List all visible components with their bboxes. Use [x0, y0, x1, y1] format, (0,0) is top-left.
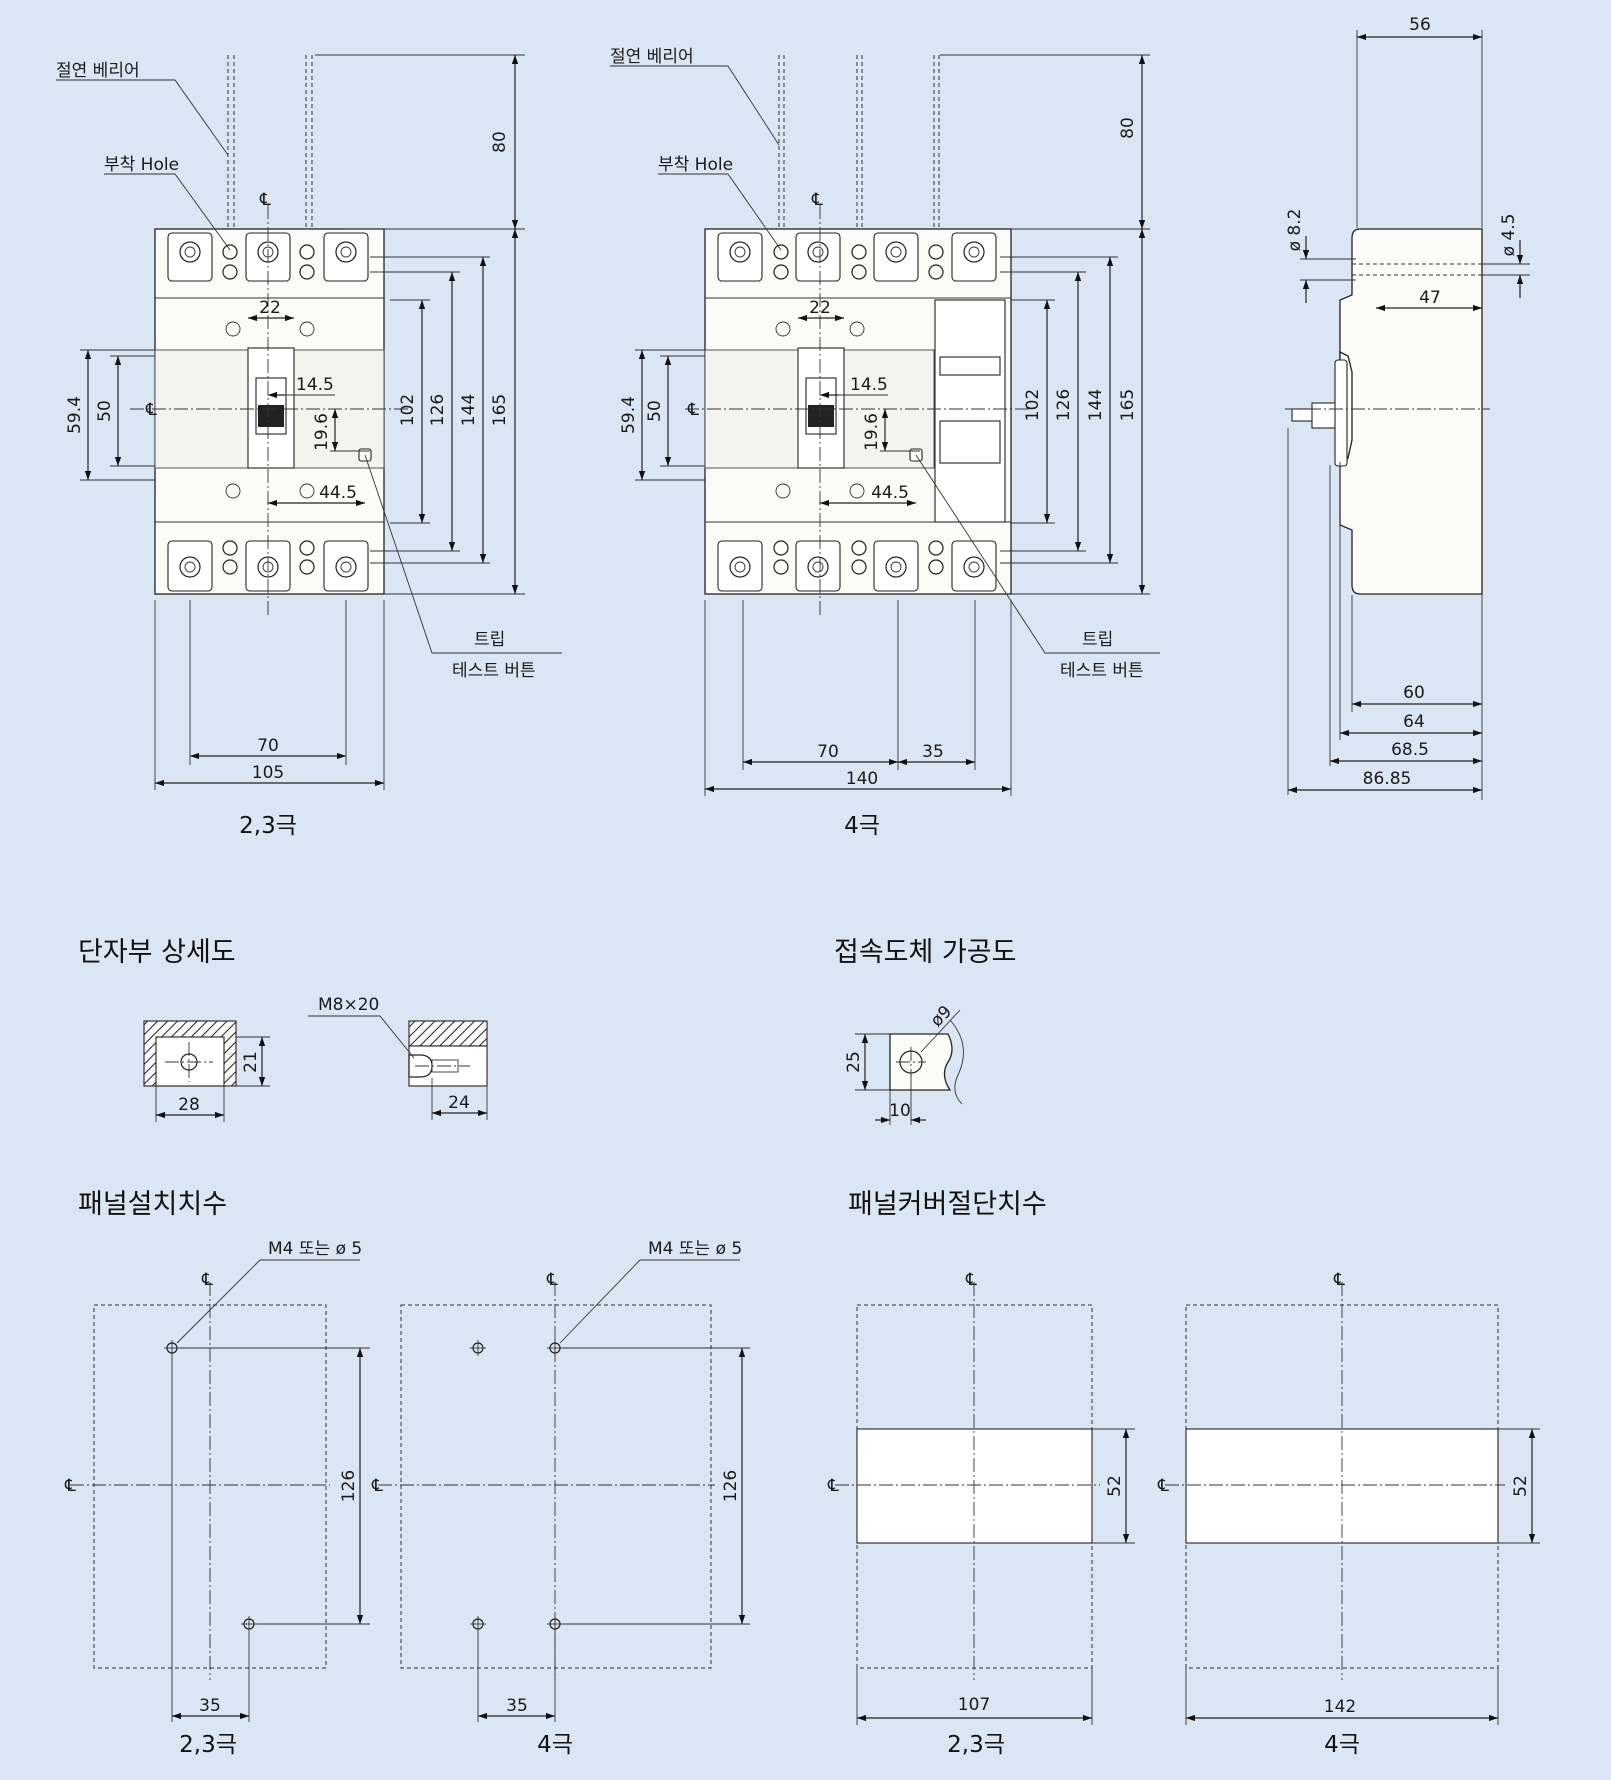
- front-view-4-pole: ℄ ℄ 절연 베리어 부착 Hole 트립 테스트 버튼 80 165 144 …: [610, 47, 1160, 839]
- dim-86-85: 86.85: [1363, 769, 1412, 789]
- section-title-panel-cover-cut: 패널커버절단치수: [848, 1189, 1047, 1220]
- cutout-opening: [856, 1428, 1093, 1544]
- dim-102: 102: [398, 394, 418, 426]
- dim-35: 35: [922, 742, 944, 762]
- dim-142: 142: [1324, 1697, 1356, 1717]
- dim-25: 25: [844, 1051, 864, 1073]
- dim-107: 107: [958, 1695, 990, 1715]
- caption-4-pole: 4극: [844, 813, 880, 839]
- dim-126: 126: [428, 394, 448, 426]
- conductor-machining: 접속도체 가공도 ø9 25 10: [834, 937, 1016, 1125]
- centerline-symbol: ℄: [827, 1476, 839, 1496]
- section-title-terminal-detail: 단자부 상세도: [78, 937, 236, 968]
- caption-2-3-pole: 2,3극: [947, 1732, 1005, 1758]
- dim-19-6: 19.6: [312, 413, 332, 451]
- caption-2-3-pole: 2,3극: [179, 1732, 237, 1758]
- dim-47: 47: [1419, 288, 1441, 308]
- screw-spec-label: M8×20: [318, 995, 379, 1015]
- dim-144: 144: [459, 394, 479, 426]
- test-button-label: 테스트 버튼: [452, 661, 536, 681]
- centerline-symbol: ℄: [546, 1270, 558, 1290]
- dim-28: 28: [178, 1095, 200, 1115]
- insulation-barrier-label: 절연 베리어: [56, 61, 140, 81]
- dim-144: 144: [1086, 389, 1106, 421]
- dim-59-4: 59.4: [619, 396, 639, 434]
- top-terminal-row: [717, 232, 997, 282]
- panel-install-section: 패널설치치수 ℄ ℄ M4 또는 ø 5 126 35 2,3극 ℄ ℄ M4 …: [64, 1189, 750, 1758]
- centerline-symbol: ℄: [64, 1476, 76, 1496]
- centerline-symbol: ℄: [371, 1476, 383, 1496]
- dim-165: 165: [490, 394, 510, 426]
- dim-35: 35: [199, 1696, 221, 1716]
- centerline-symbol: ℄: [259, 190, 271, 210]
- dim-102: 102: [1023, 389, 1043, 421]
- dim-60: 60: [1403, 683, 1425, 703]
- dim-140: 140: [846, 769, 878, 789]
- dim-105: 105: [252, 763, 284, 783]
- terminal-detail: 단자부 상세도 21 28 M8×20 24: [78, 937, 488, 1122]
- dim-22: 22: [809, 298, 831, 318]
- trip-label: 트립: [1082, 630, 1113, 650]
- centerline-symbol: ℄: [1157, 1476, 1169, 1496]
- centerline-symbol: ℄: [811, 190, 823, 210]
- centerline-symbol: ℄: [687, 400, 699, 420]
- dim-64: 64: [1403, 712, 1425, 732]
- insulation-barrier-label: 절연 베리어: [610, 47, 694, 67]
- dim-10: 10: [889, 1101, 911, 1121]
- trip-label: 트립: [474, 630, 505, 650]
- centerline-symbol: ℄: [965, 1270, 977, 1290]
- section-title-panel-install: 패널설치치수: [78, 1189, 227, 1220]
- dim-35: 35: [506, 1696, 528, 1716]
- dim-14-5: 14.5: [850, 375, 888, 395]
- mount-hole-label: 부착 Hole: [658, 155, 733, 175]
- dim-126: 126: [339, 1470, 359, 1502]
- dim-126: 126: [721, 1470, 741, 1502]
- centerline-symbol: ℄: [1333, 1270, 1345, 1290]
- panel-cover-cut-section: 패널커버절단치수 ℄ ℄ 52 107 2,3극 ℄ ℄ 52 142 4극: [827, 1189, 1540, 1758]
- caption-2-3-pole: 2,3극: [239, 813, 297, 839]
- side-view: 56 ø 8.2 ø 4.5 47 60 64 68.5 86.85: [1285, 15, 1530, 800]
- dim-19-6: 19.6: [862, 413, 882, 451]
- dim-52: 52: [1105, 1475, 1125, 1497]
- bottom-terminal-row: [717, 540, 997, 592]
- dim-22: 22: [259, 298, 281, 318]
- section-title-conductor-machining: 접속도체 가공도: [834, 937, 1016, 968]
- dim-165: 165: [1118, 389, 1138, 421]
- dim-126: 126: [1054, 389, 1074, 421]
- dim-70: 70: [817, 742, 839, 762]
- centerline-symbol: ℄: [201, 1270, 213, 1290]
- caption-4-pole: 4극: [1324, 1732, 1360, 1758]
- dim-phi-9: ø9: [927, 1002, 956, 1031]
- centerline-symbol: ℄: [145, 400, 157, 420]
- test-button-label: 테스트 버튼: [1060, 661, 1144, 681]
- dim-70: 70: [257, 736, 279, 756]
- dim-44-5: 44.5: [319, 483, 357, 503]
- caption-4-pole: 4극: [537, 1732, 573, 1758]
- dim-68-5: 68.5: [1391, 740, 1429, 760]
- breaker-side-profile: [1339, 228, 1483, 595]
- dim-phi-8-2: ø 8.2: [1285, 209, 1305, 252]
- dim-21: 21: [241, 1051, 261, 1073]
- dim-50: 50: [645, 400, 665, 422]
- dim-80: 80: [1118, 117, 1138, 139]
- dim-24: 24: [448, 1093, 470, 1113]
- dim-52: 52: [1511, 1475, 1531, 1497]
- dim-80: 80: [490, 131, 510, 153]
- dim-59-4: 59.4: [65, 396, 85, 434]
- dim-14-5: 14.5: [296, 375, 334, 395]
- front-view-2-3-pole: ℄ ℄ 절연 베리어 부착 Hole 트립 테스트 버튼 80 165 144 …: [56, 54, 562, 839]
- dim-phi-4-5: ø 4.5: [1499, 214, 1519, 257]
- mount-hole-label: 부착 Hole: [104, 155, 179, 175]
- hole-spec-label: M4 또는 ø 5: [648, 1239, 742, 1259]
- dim-44-5: 44.5: [871, 483, 909, 503]
- hole-spec-label: M4 또는 ø 5: [268, 1239, 362, 1259]
- dim-56: 56: [1409, 15, 1431, 35]
- dim-50: 50: [95, 400, 115, 422]
